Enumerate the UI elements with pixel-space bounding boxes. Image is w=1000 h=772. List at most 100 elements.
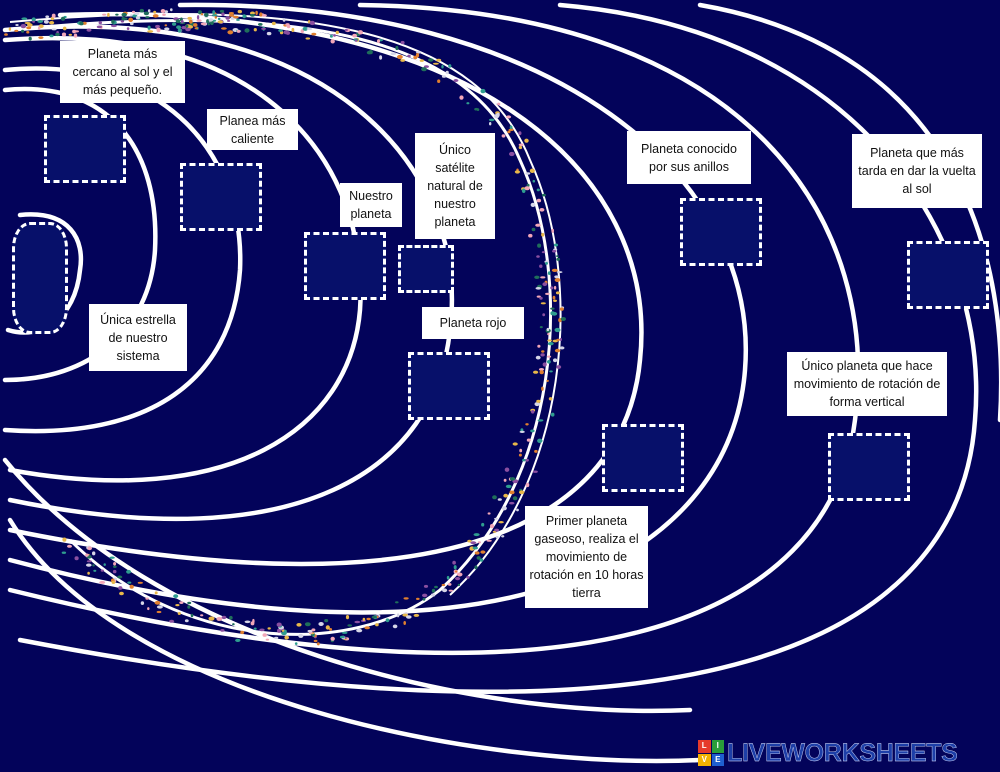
drop-box-mars[interactable] xyxy=(408,352,490,420)
orbit-ring-7 xyxy=(7,2,749,615)
asteroid-dot xyxy=(397,54,403,60)
asteroid-dot xyxy=(423,65,429,68)
asteroid-dot xyxy=(431,588,436,593)
asteroid-dot xyxy=(516,508,519,512)
asteroid-dot xyxy=(488,118,495,122)
asteroid-dot xyxy=(466,102,470,105)
asteroid-dot xyxy=(227,19,231,22)
asteroid-dot xyxy=(262,633,267,637)
asteroid-dot xyxy=(525,172,531,175)
asteroid-dot xyxy=(467,539,472,543)
asteroid-dot xyxy=(134,12,140,15)
asteroid-dot xyxy=(547,342,554,346)
asteroid-dot xyxy=(354,39,358,42)
asteroid-dot xyxy=(432,62,439,65)
asteroid-dot xyxy=(366,617,371,621)
asteroid-dot xyxy=(129,584,134,589)
asteroid-dot xyxy=(103,563,106,566)
asteroid-dot xyxy=(107,12,110,18)
asteroid-dot xyxy=(518,145,523,150)
asteroid-dot xyxy=(4,33,8,36)
asteroid-dot xyxy=(284,635,290,640)
asteroid-dot xyxy=(354,620,361,624)
asteroid-dot xyxy=(537,243,542,248)
asteroid-dot xyxy=(501,134,506,138)
asteroid-dot xyxy=(112,565,117,568)
asteroid-dot xyxy=(139,8,144,13)
asteroid-dot xyxy=(395,601,399,604)
asteroid-dot xyxy=(524,138,529,143)
asteroid-dot xyxy=(173,594,179,598)
asteroid-dot xyxy=(477,541,481,544)
asteroid-dot xyxy=(291,27,295,33)
drop-box-sun[interactable] xyxy=(12,222,68,334)
asteroid-dot xyxy=(198,10,202,15)
asteroid-dot xyxy=(259,12,263,17)
asteroid-dot xyxy=(524,186,530,191)
asteroid-dot xyxy=(324,619,329,623)
drop-box-jupiter[interactable] xyxy=(602,424,684,492)
drop-box-uranus[interactable] xyxy=(828,433,910,501)
asteroid-dot xyxy=(441,583,446,587)
drop-box-moon[interactable] xyxy=(398,245,454,293)
asteroid-dot xyxy=(545,292,550,295)
asteroid-dot xyxy=(172,22,177,26)
drop-box-mercury[interactable] xyxy=(44,115,126,183)
asteroid-dot xyxy=(119,591,124,596)
asteroid-dot xyxy=(547,339,552,342)
asteroid-dot xyxy=(519,490,525,495)
asteroid-dot xyxy=(445,70,449,75)
asteroid-dot xyxy=(531,410,535,414)
asteroid-dot xyxy=(204,12,209,17)
asteroid-dot xyxy=(531,227,536,232)
asteroid-dot xyxy=(74,556,79,561)
asteroid-dot xyxy=(518,453,522,457)
asteroid-dot xyxy=(156,27,161,31)
asteroid-dot xyxy=(537,344,541,348)
asteroid-dot xyxy=(535,223,541,227)
drop-box-venus[interactable] xyxy=(180,163,262,231)
asteroid-dot xyxy=(512,442,518,446)
asteroid-dot xyxy=(396,613,400,618)
asteroid-dot xyxy=(400,59,406,62)
asteroid-dot xyxy=(539,264,543,268)
asteroid-dot xyxy=(514,170,521,174)
asteroid-dot xyxy=(441,64,444,69)
asteroid-dot xyxy=(476,556,481,560)
asteroid-dot xyxy=(221,615,227,620)
watermark-text: LIVEWORKSHEETS xyxy=(727,738,958,767)
asteroid-dot xyxy=(153,10,157,14)
asteroid-dot xyxy=(111,19,115,24)
asteroid-dot xyxy=(536,399,541,403)
asteroid-dot xyxy=(541,193,546,197)
asteroid-dot xyxy=(559,307,564,311)
asteroid-dot xyxy=(551,268,558,272)
asteroid-dot xyxy=(177,612,181,615)
asteroid-dot xyxy=(539,370,544,375)
asteroid-dot xyxy=(304,622,311,627)
asteroid-dot xyxy=(552,295,556,300)
asteroid-dot xyxy=(406,615,412,619)
asteroid-dot xyxy=(217,17,221,21)
asteroid-dot xyxy=(452,560,456,565)
asteroid-dot xyxy=(305,37,311,40)
drop-box-neptune[interactable] xyxy=(907,241,989,309)
asteroid-dot xyxy=(200,13,204,16)
asteroid-dot xyxy=(529,168,535,173)
asteroid-dot xyxy=(276,622,282,627)
orbit-ring-12 xyxy=(2,457,693,714)
asteroid-dot xyxy=(479,558,484,562)
asteroid-dot xyxy=(278,29,283,32)
asteroid-dot xyxy=(37,26,41,30)
drop-box-earth[interactable] xyxy=(304,232,386,300)
asteroid-dot xyxy=(250,11,255,15)
asteroid-dot xyxy=(534,402,540,407)
asteroid-dot xyxy=(147,9,151,13)
asteroid-dot xyxy=(111,580,116,585)
asteroid-dot xyxy=(135,16,140,20)
asteroid-dot xyxy=(494,517,498,520)
drop-box-saturn[interactable] xyxy=(680,198,762,266)
asteroid-dot xyxy=(207,23,210,26)
asteroid-dot xyxy=(541,232,545,237)
asteroid-dot xyxy=(447,583,452,586)
